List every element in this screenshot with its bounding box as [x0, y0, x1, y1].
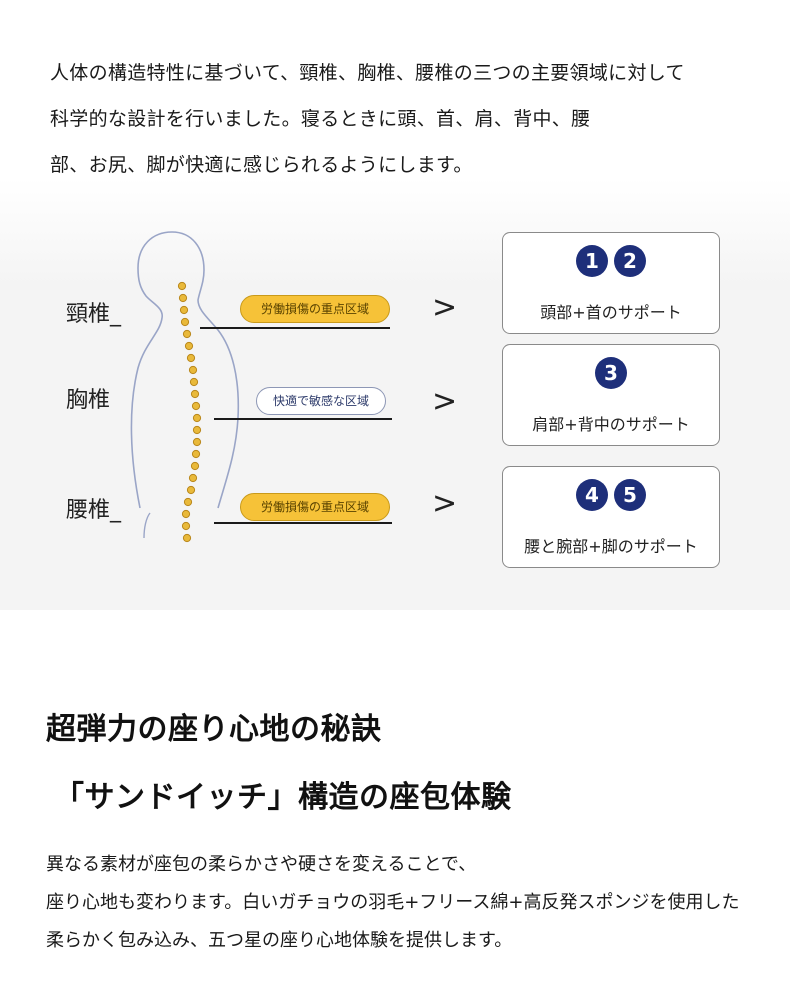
spine-diagram: 頸椎_ 労働損傷の重点区域 > 胸椎 快適で敏感な区域 > 腰椎_ 労働損傷の重…	[0, 178, 790, 610]
section-body: 異なる素材が座包の柔らかさや硬さを変えることで、 座り心地も変わります。白いガチ…	[46, 846, 790, 960]
support-card-head-neck: 1 2 頭部+首のサポート	[502, 232, 720, 334]
card-text: 肩部+背中のサポート	[532, 415, 690, 434]
chevron-right-icon: >	[432, 290, 458, 325]
number-badge: 4	[576, 479, 608, 511]
support-card-shoulder-back: 3 肩部+背中のサポート	[502, 344, 720, 446]
intro-text: 人体の構造特性に基づいて、頸椎、胸椎、腰椎の三つの主要領域に対して 科学的な設計…	[50, 50, 780, 188]
pointer-line	[214, 418, 392, 420]
region-label-lumbar: 腰椎_	[66, 498, 122, 523]
support-card-waist-legs: 4 5 腰と腕部+脚のサポート	[502, 466, 720, 568]
card-text: 腰と腕部+脚のサポート	[524, 537, 698, 556]
section-title: 超弾力の座り心地の秘訣	[46, 712, 382, 747]
region-tag: 快適で敏感な区域	[256, 387, 386, 415]
region-tag: 労働損傷の重点区域	[240, 295, 390, 323]
number-badge: 1	[576, 245, 608, 277]
section-subtitle: 「サンドイッチ」構造の座包体験	[54, 780, 512, 815]
body-line-2: 座り心地も変わります。白いガチョウの羽毛+フリース綿+高反発スポンジを使用した	[46, 892, 740, 913]
card-text: 頭部+首のサポート	[540, 303, 682, 322]
spine-dots	[177, 281, 202, 543]
chevron-right-icon: >	[432, 384, 458, 419]
number-badge: 3	[595, 357, 627, 389]
intro-line-1: 人体の構造特性に基づいて、頸椎、胸椎、腰椎の三つの主要領域に対して	[50, 62, 685, 84]
region-tag: 労働損傷の重点区域	[240, 493, 390, 521]
region-label-thoracic: 胸椎	[66, 388, 111, 413]
chevron-right-icon: >	[432, 486, 458, 521]
intro-line-2: 科学的な設計を行いました。寝るときに頭、首、肩、背中、腰	[50, 108, 591, 130]
body-line-1: 異なる素材が座包の柔らかさや硬さを変えることで、	[46, 854, 477, 875]
region-label-cervical: 頸椎_	[66, 302, 122, 327]
number-badge: 2	[614, 245, 646, 277]
body-line-3: 柔らかく包み込み、五つ星の座り心地体験を提供します。	[46, 930, 513, 951]
pointer-line	[200, 327, 390, 329]
intro-line-3: 部、お尻、脚が快適に感じられるようにします。	[50, 154, 473, 176]
number-badge: 5	[614, 479, 646, 511]
pointer-line	[214, 522, 392, 524]
body-silhouette-icon	[130, 231, 240, 539]
